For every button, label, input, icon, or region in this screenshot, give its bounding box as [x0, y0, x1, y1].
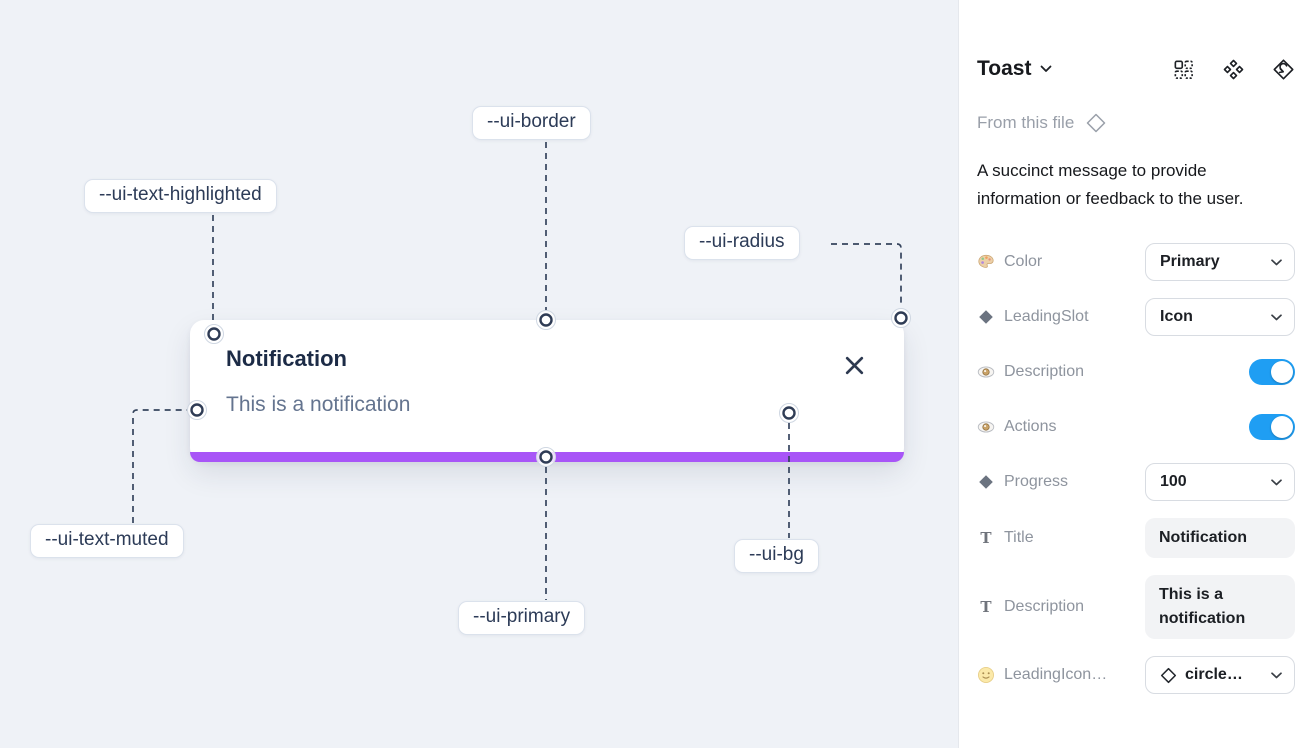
- var-label-ui-primary: --ui-primary: [458, 601, 586, 635]
- text-icon: T: [980, 529, 992, 547]
- prop-row-leadingicon: LeadingIcon… circle…: [977, 656, 1295, 694]
- prop-label-description-text: Description: [1004, 598, 1085, 615]
- color-dropdown[interactable]: Primary: [1145, 243, 1295, 281]
- component-title: Toast: [977, 57, 1032, 80]
- source-label: From this file: [977, 113, 1075, 132]
- prop-label-color: Color: [1004, 253, 1043, 270]
- smiley-icon: [977, 666, 995, 684]
- prop-label-actions: Actions: [1004, 418, 1057, 435]
- title-field[interactable]: Notification: [1145, 518, 1295, 558]
- var-label-ui-bg: --ui-bg: [734, 539, 819, 573]
- diamond-outline-icon: [1087, 113, 1106, 133]
- chevron-down-icon: [1271, 258, 1282, 265]
- description-toggle[interactable]: [1249, 359, 1295, 385]
- chevron-down-icon: [1041, 65, 1052, 72]
- prop-row-description-toggle: Description: [977, 353, 1295, 391]
- text-icon: T: [980, 598, 992, 616]
- eye-icon: [977, 363, 995, 381]
- component-title-dropdown[interactable]: Toast: [977, 57, 1052, 81]
- prop-row-description-text: T Description This is a notification: [977, 575, 1295, 639]
- toast-progress-bar: [190, 452, 904, 462]
- property-list: Color Primary LeadingSlot Icon: [977, 243, 1295, 694]
- toast-close-button[interactable]: [842, 353, 866, 377]
- line-ui-radius: [831, 243, 902, 307]
- panel-header: Toast: [977, 57, 1295, 81]
- prop-row-leadingslot: LeadingSlot Icon: [977, 298, 1295, 336]
- variants-icon[interactable]: [1222, 58, 1245, 81]
- eye-icon: [977, 418, 995, 436]
- chevron-down-icon: [1271, 671, 1282, 678]
- description-field[interactable]: This is a notification: [1145, 575, 1295, 639]
- actions-toggle[interactable]: [1249, 414, 1295, 440]
- leadingslot-dropdown[interactable]: Icon: [1145, 298, 1295, 336]
- progress-dropdown[interactable]: 100: [1145, 463, 1295, 501]
- palette-icon: [977, 253, 995, 271]
- properties-panel: Toast: [958, 0, 1312, 748]
- source-row: From this file: [977, 112, 1295, 134]
- prop-row-title: T Title Notification: [977, 518, 1295, 558]
- var-label-ui-text-highlighted: --ui-text-highlighted: [84, 179, 277, 213]
- var-label-ui-text-muted: --ui-text-muted: [30, 524, 184, 558]
- leadingicon-dropdown[interactable]: circle…: [1145, 656, 1295, 694]
- diamond-icon: [977, 473, 995, 491]
- prop-label-description: Description: [1004, 363, 1085, 380]
- var-label-ui-radius: --ui-radius: [684, 226, 800, 260]
- component-description: A succinct message to provide informatio…: [977, 161, 1244, 208]
- prop-row-progress: Progress 100: [977, 463, 1295, 501]
- toast-description: This is a notification: [226, 393, 411, 416]
- canvas: Notification This is a notification --ui…: [0, 0, 958, 748]
- prop-label-title: Title: [1004, 529, 1034, 546]
- close-icon: [845, 356, 863, 374]
- main-component-icon[interactable]: [1272, 58, 1295, 81]
- color-value: Primary: [1160, 253, 1220, 270]
- leadingicon-value: circle…: [1185, 666, 1243, 683]
- prop-row-color: Color Primary: [977, 243, 1295, 281]
- leadingslot-value: Icon: [1160, 308, 1193, 325]
- var-label-ui-border: --ui-border: [472, 106, 591, 140]
- progress-value: 100: [1160, 473, 1187, 490]
- toast-title: Notification: [226, 346, 347, 371]
- prop-label-progress: Progress: [1004, 473, 1069, 490]
- component-grid-icon[interactable]: [1172, 58, 1195, 81]
- prop-label-leadingicon: LeadingIcon…: [1004, 666, 1108, 683]
- diamond-outline-icon: [1160, 667, 1177, 683]
- diamond-icon: [977, 308, 995, 326]
- toast-preview: Notification This is a notification: [190, 320, 904, 462]
- chevron-down-icon: [1271, 313, 1282, 320]
- prop-label-leadingslot: LeadingSlot: [1004, 308, 1089, 325]
- chevron-down-icon: [1271, 478, 1282, 485]
- line-ui-text-muted: [132, 409, 187, 523]
- prop-row-actions-toggle: Actions: [977, 408, 1295, 446]
